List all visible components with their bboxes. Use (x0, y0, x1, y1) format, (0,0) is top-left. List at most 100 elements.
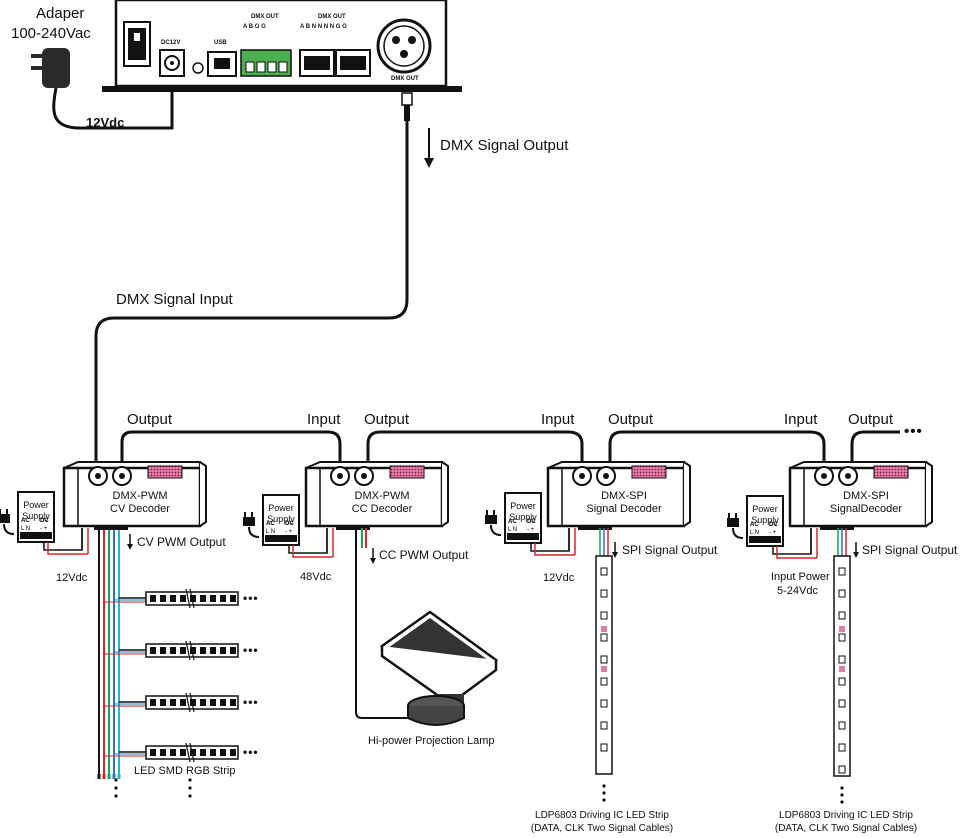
psu-dc-pins: - + (40, 526, 48, 532)
dc-port-label: DC12V (161, 40, 181, 46)
decoder-boxes (62, 461, 933, 530)
dmx-signal-output-label: DMX Signal Output (440, 137, 569, 154)
psu-dc-label: DC (285, 521, 294, 527)
power-supply-4 (727, 495, 818, 559)
psu-ac-pins: L N (21, 526, 30, 532)
strip-2-continuation: ••• (243, 643, 259, 657)
output-arrows (127, 534, 859, 564)
plug-icon (727, 518, 739, 527)
wire-tip (102, 774, 106, 779)
wire-tip (112, 774, 116, 779)
continuation-dot (114, 786, 118, 790)
adapter-title: Adaper (36, 5, 85, 22)
decoder-3-output-label: Output (608, 411, 654, 428)
psu-dc-pins: - + (527, 527, 535, 533)
psu-1-label: Power Supply (22, 500, 50, 521)
projection-lamp (379, 610, 499, 726)
plug-icon (0, 514, 10, 523)
plug-icon (243, 517, 255, 526)
psu-dc-label: DC (769, 522, 778, 528)
psu-dc-label: DC (527, 519, 536, 525)
decoder-box-4 (788, 461, 933, 530)
decoder-1-output-label: Output (127, 411, 173, 428)
decoder-1-voltage: 12Vdc (56, 572, 88, 584)
spi-strip-2-label-line2: (DATA, CLK Two Signal Cables) (774, 823, 918, 834)
decoder-1-output-type: CV PWM Output (137, 535, 226, 549)
power-supply-2 (243, 494, 334, 558)
psu-dc-pins: - + (769, 530, 777, 536)
power-supply-3 (485, 492, 576, 556)
decoder-4-output-label: Output (848, 411, 894, 428)
continuation-dot (188, 786, 192, 790)
wire-tip (107, 774, 111, 779)
continuation-dot (602, 791, 606, 795)
lamp-label: Hi-power Projection Lamp (368, 735, 495, 747)
adapter-plug (31, 48, 174, 130)
spi-strip-2 (833, 528, 851, 804)
psu-ac-label: AC (266, 521, 275, 527)
psu-ac-pins: L N (508, 527, 517, 533)
decoder-2-input-label: Input (307, 411, 341, 428)
plug-icon (485, 515, 497, 524)
dmx-main-cable (94, 92, 434, 462)
rgb-strip-1 (104, 588, 239, 609)
decoder-4-name: DMX-SPI (843, 490, 889, 502)
decoder-3-output-type: SPI Signal Output (622, 543, 718, 557)
dmx-out-a-label: DMX OUT (251, 14, 279, 20)
rgb-strip-2 (104, 640, 239, 661)
dip-switch-icon (389, 465, 425, 479)
dmx-out-a-pins: A B G G (243, 24, 266, 30)
strip-3-continuation: ••• (243, 695, 259, 709)
decoder-2-output-type: CC PWM Output (379, 548, 469, 562)
decoder-box-3 (546, 461, 691, 530)
continuation-dot (840, 793, 844, 797)
spi-strip-2-label-line1: LDP6803 Driving IC LED Strip (779, 810, 913, 821)
decoder-2-output-label: Output (364, 411, 410, 428)
decoder-4-type: SignalDecoder (829, 503, 903, 515)
dip-switch-icon (631, 465, 667, 479)
adapter-spec: 100-240Vac (11, 25, 91, 42)
psu-ac-pins: L N (750, 530, 759, 536)
decoder-3-voltage: 12Vdc (543, 572, 575, 584)
spi-strips (595, 528, 851, 804)
decoder-3-input-label: Input (541, 411, 575, 428)
psu-dc-label: DC (40, 518, 49, 524)
decoder-4-voltage: Input Power (771, 571, 830, 583)
strip-1-continuation: ••• (243, 591, 259, 605)
dmx-out-b-pins: A B N N N N G G (300, 24, 347, 30)
strip-4-continuation: ••• (243, 745, 259, 759)
continuation-dot (188, 778, 192, 782)
decoder-box-1 (62, 461, 207, 530)
continuation-dot (602, 798, 606, 802)
decoder-4-voltage-2: 5-24Vdc (777, 585, 818, 597)
psu-ac-label: AC (750, 522, 759, 528)
decoder-1-type: CV Decoder (110, 503, 170, 515)
rgb-strip-3 (104, 692, 239, 713)
decoder-3-name: DMX-SPI (601, 490, 647, 502)
continuation-dot (188, 794, 192, 798)
wire-tip (97, 774, 101, 779)
psu-dc-pins: - + (285, 529, 293, 535)
wire-tip (117, 774, 121, 779)
decoder-box-2 (304, 461, 449, 530)
continuation-dot (840, 786, 844, 790)
dmx-controller (102, 0, 462, 92)
spi-strip-1 (595, 528, 613, 802)
decoder-2-type: CC Decoder (351, 503, 413, 515)
psu-ac-pins: L N (266, 529, 275, 535)
decoder-4-output-type: SPI Signal Output (862, 543, 958, 557)
psu-2-label: Power Supply (267, 503, 295, 524)
rgb-strip-4 (104, 742, 239, 763)
psu-ac-label: AC (21, 518, 30, 524)
continuation-dot (840, 800, 844, 804)
continuation-dot (114, 778, 118, 782)
psu-3-label: Power Supply (509, 501, 537, 522)
decoder-3-type: Signal Decoder (586, 503, 662, 515)
daisy-chain-cables (120, 430, 900, 462)
cv-output-wiring (97, 530, 239, 798)
dip-switch-icon (873, 465, 909, 479)
spi-strip-1-label-line1: LDP6803 Driving IC LED Strip (535, 810, 669, 821)
